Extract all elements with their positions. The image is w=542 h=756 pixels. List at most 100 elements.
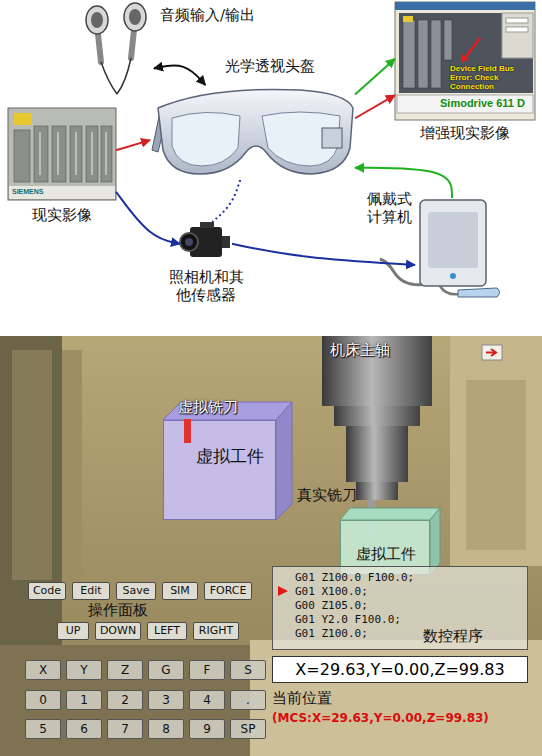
node-label: Z — [121, 663, 129, 677]
machine-tool-photo — [322, 336, 432, 406]
signal-arrow — [116, 140, 150, 150]
camera — [185, 238, 193, 246]
optical-see-through-helmet — [172, 112, 240, 166]
machine-tool-photo — [250, 640, 542, 756]
real-image-photo — [34, 126, 48, 182]
keypad-key: 0 — [25, 690, 61, 710]
panel-button: SIM — [162, 582, 198, 600]
panel-title: 操作面板 — [88, 601, 148, 619]
machine-tool-photo — [450, 336, 542, 566]
camera — [200, 222, 214, 228]
keypad-key: SP — [230, 719, 266, 739]
earphones — [124, 3, 146, 31]
ar-screenshot — [403, 16, 413, 22]
node-label: RIGHT — [199, 624, 233, 637]
ar-screenshot — [431, 20, 441, 88]
part-name: 真实铣刀 — [297, 486, 357, 504]
wearable-computer — [450, 273, 456, 279]
keypad-key: 6 — [66, 719, 102, 739]
node-label: 数控程序 — [423, 627, 483, 645]
machine-tool-photo — [276, 402, 292, 520]
earphones-node: 音频输入/输出 — [82, 4, 154, 96]
node-label: SP — [241, 722, 256, 736]
panel-button: LEFT — [147, 622, 187, 640]
real-image-photo — [14, 126, 112, 182]
real-image-photo — [8, 108, 116, 200]
panel-button: FORCE — [204, 582, 252, 600]
camera — [180, 222, 230, 257]
node-label: 1 — [80, 693, 88, 707]
node-label: 4 — [203, 693, 211, 707]
optical-see-through-helmet — [152, 89, 353, 174]
optical-see-through-helmet — [322, 128, 342, 148]
real-image-photo — [14, 130, 30, 182]
panel-button: UP — [57, 622, 89, 640]
machine-tool-photo — [0, 336, 542, 756]
top-ground — [0, 0, 542, 334]
real-image-photo — [40, 132, 106, 175]
machine-tool-photo — [0, 645, 250, 756]
position-title: 当前位置 — [272, 689, 332, 707]
node-label: G01 Z100.0 F100.0; — [295, 571, 414, 585]
node-label: 增强现实影像 — [420, 124, 510, 142]
earphones — [91, 12, 103, 28]
brand-mark: SIEMENS — [12, 188, 44, 196]
machine-tool-photo — [466, 380, 526, 550]
earphones — [86, 6, 108, 34]
node-label: G01 Z100.0; — [295, 627, 368, 641]
node-label: Y — [80, 663, 87, 677]
node-label: 6 — [80, 722, 88, 736]
panel-button: Save — [116, 582, 156, 600]
keypad-key: S — [230, 660, 266, 680]
virtual-cutter — [184, 419, 191, 443]
program-pointer — [278, 586, 288, 596]
node-label: X=29.63,Y=0.00,Z=99.83 — [295, 660, 504, 679]
machine-tool-photo — [486, 349, 496, 356]
wearable-computer — [440, 286, 460, 294]
ar-screenshot — [444, 20, 452, 60]
keypad-key: Y — [66, 660, 102, 680]
alarm-message: Device Field Bus Error: Check Connection — [450, 64, 534, 91]
machine-tool-photo — [482, 345, 502, 360]
node-label: SIM — [170, 584, 190, 597]
node-label: 7 — [121, 722, 129, 736]
part-name: 机床主轴 — [330, 341, 390, 359]
ar-screenshot — [465, 38, 480, 58]
earphones — [98, 34, 101, 62]
helmet-node: 光学透视头盔 — [150, 85, 355, 180]
ar-screenshot — [397, 95, 533, 113]
ar-screenshot — [395, 2, 535, 10]
node-label: Edit — [80, 584, 101, 597]
node-label: 虚拟工件 — [356, 545, 416, 563]
node-label: . — [246, 693, 250, 707]
wearable-computer — [420, 200, 486, 286]
keypad-key: 2 — [107, 690, 143, 710]
ar-screenshot — [403, 20, 415, 88]
signal-arrow — [355, 95, 395, 118]
panel-button: Code — [28, 582, 66, 600]
signal-arrow — [232, 244, 415, 265]
real-image-node: 现实影像 — [8, 108, 116, 200]
node-label: 9 — [203, 722, 211, 736]
keypad-key: 5 — [25, 719, 61, 739]
machine-tool-photo — [62, 350, 82, 590]
machine-tool-photo — [356, 482, 398, 500]
earphones — [129, 9, 141, 25]
node-label: 虚拟工件 — [196, 446, 264, 466]
machine-tool-photo — [340, 508, 440, 520]
node-label: 光学透视头盔 — [225, 57, 315, 75]
node-label: G01 Y2.0 F100.0; — [295, 613, 401, 627]
node-label: 8 — [162, 722, 170, 736]
camera-node: 照相机和其他传感器 — [180, 222, 232, 264]
node-label: 照相机和其他传感器 — [166, 268, 246, 304]
wearable-computer-node: 佩戴式计算机 — [415, 198, 503, 298]
node-label: 0 — [39, 693, 47, 707]
node-label: 现实影像 — [8, 206, 116, 224]
earphones — [131, 30, 134, 58]
wearable-computer — [458, 288, 500, 297]
real-image-photo — [40, 132, 106, 175]
node-label: LEFT — [154, 624, 180, 637]
keypad-key: F — [189, 660, 225, 680]
nc-program-panel: G01 Z100.0 F100.0;G01 X100.0;G00 Z105.0;… — [272, 566, 528, 650]
